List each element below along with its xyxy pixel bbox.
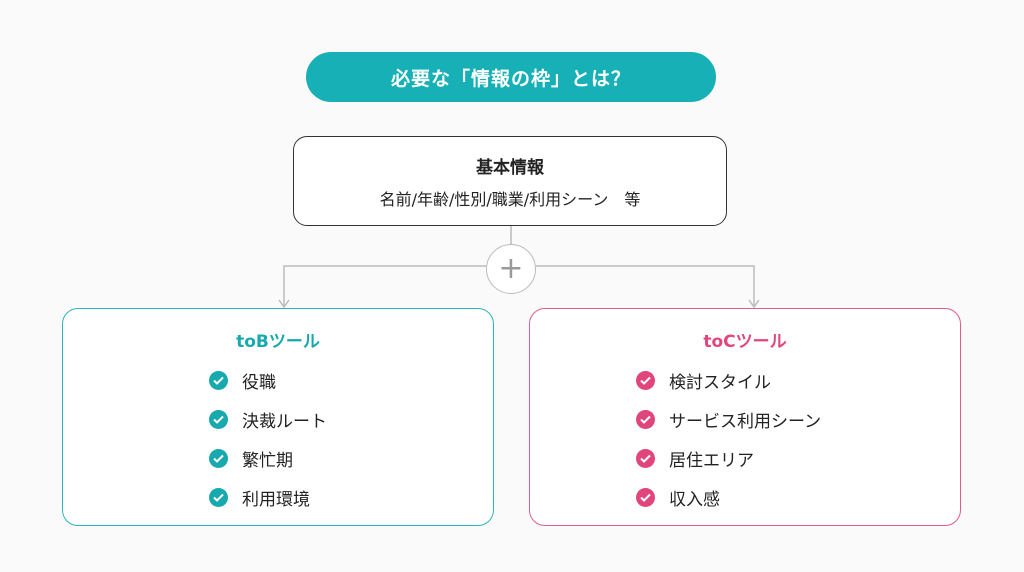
basic-info-box: 基本情報 名前/年齢/性別/職業/利用シーン 等 <box>293 136 727 226</box>
connector-right <box>536 265 755 306</box>
tob-box: toBツール 役職 決裁ルート 繁忙期 利用環境 <box>62 308 494 526</box>
list-item-label: 繁忙期 <box>242 451 293 471</box>
check-icon <box>636 410 655 429</box>
list-item: 利用環境 <box>209 478 327 517</box>
list-item: サービス利用シーン <box>636 400 821 439</box>
arrow-left-head <box>278 299 290 309</box>
list-item-label: 役職 <box>242 373 276 393</box>
check-icon <box>209 371 228 390</box>
list-item-label: 検討スタイル <box>669 373 771 393</box>
list-item: 決裁ルート <box>209 400 327 439</box>
list-item: 居住エリア <box>636 439 821 478</box>
list-item: 役職 <box>209 361 327 400</box>
toc-box: toCツール 検討スタイル サービス利用シーン 居住エリア 収入感 <box>529 308 961 526</box>
basic-info-heading: 基本情報 <box>476 157 544 178</box>
check-icon <box>209 449 228 468</box>
list-item: 収入感 <box>636 478 821 517</box>
arrow-right-head <box>748 299 760 309</box>
list-item-label: 収入感 <box>669 490 720 510</box>
list-item-label: 利用環境 <box>242 490 310 510</box>
check-icon <box>636 449 655 468</box>
diagram-title: 必要な「情報の枠」とは？ <box>306 52 716 102</box>
list-item-label: 居住エリア <box>669 451 754 471</box>
toc-list: 検討スタイル サービス利用シーン 居住エリア 収入感 <box>636 361 821 517</box>
check-icon <box>209 488 228 507</box>
list-item-label: 決裁ルート <box>242 412 327 432</box>
check-icon <box>636 488 655 507</box>
check-icon <box>209 410 228 429</box>
plus-icon: + <box>486 244 536 294</box>
tob-heading: toBツール <box>236 332 320 352</box>
list-item-label: サービス利用シーン <box>669 412 822 432</box>
tob-list: 役職 決裁ルート 繁忙期 利用環境 <box>209 361 327 517</box>
toc-heading: toCツール <box>703 332 787 352</box>
list-item: 繁忙期 <box>209 439 327 478</box>
check-icon <box>636 371 655 390</box>
basic-info-items: 名前/年齢/性別/職業/利用シーン 等 <box>379 189 641 209</box>
connector-left <box>283 265 486 306</box>
list-item: 検討スタイル <box>636 361 821 400</box>
